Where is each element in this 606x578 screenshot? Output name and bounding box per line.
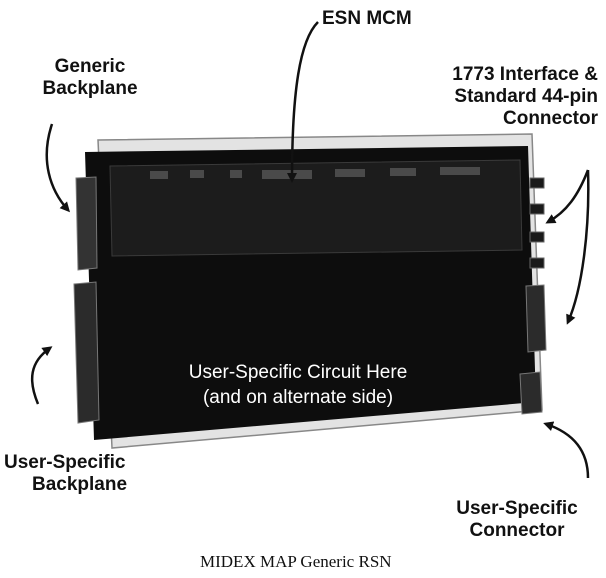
generic-backplane-label: Generic Backplane xyxy=(42,56,138,99)
user-connector-label: User-Specific Connector xyxy=(456,498,578,541)
generic-backplane-connector xyxy=(75,176,98,271)
interface-pins xyxy=(529,177,545,269)
mcm-pads xyxy=(150,167,480,179)
arrow-user-backplane xyxy=(30,346,53,405)
arrow-interface-1 xyxy=(545,169,590,224)
arrow-esn-mcm xyxy=(287,21,319,183)
board-circuit-text: User-Specific Circuit Here (and on alter… xyxy=(188,362,408,408)
arrow-interface-2 xyxy=(566,169,590,325)
user-backplane-label: User-Specific Backplane xyxy=(4,452,128,495)
user-specific-connector xyxy=(519,371,543,415)
esn-mcm-label: ESN MCM xyxy=(322,8,412,29)
interface-label: 1773 Interface & Standard 44-pin Connect… xyxy=(452,64,598,129)
standard-44-pin-connector xyxy=(525,284,547,353)
figure-caption: MIDEX MAP Generic RSN xyxy=(200,552,392,571)
esn-mcm-chip xyxy=(109,159,523,257)
arrow-generic-backplane xyxy=(45,123,71,213)
arrow-user-connector xyxy=(543,421,590,479)
user-backplane-connector xyxy=(73,281,100,424)
